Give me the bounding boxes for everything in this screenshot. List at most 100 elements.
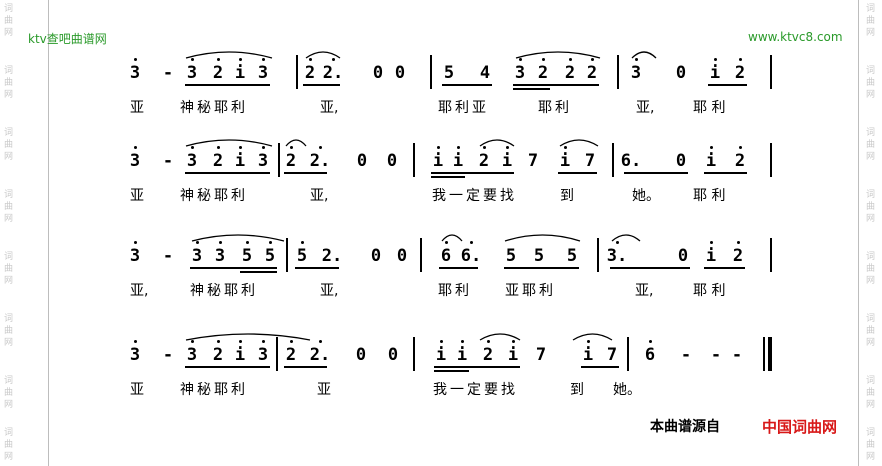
note-digit: 2. <box>322 63 344 83</box>
beam-underline <box>442 84 492 86</box>
note-digit: 0 <box>394 63 406 83</box>
octave-dot <box>710 241 713 244</box>
note-digit: 5 <box>241 246 253 266</box>
octave-dot <box>262 340 265 343</box>
bar-line <box>286 238 288 272</box>
octave-dot <box>262 58 265 61</box>
note-digit: 2 <box>482 345 494 365</box>
octave-dot <box>739 58 742 61</box>
slur-arc <box>479 333 521 341</box>
note-digit: 3 <box>186 151 198 171</box>
octave-dot <box>262 146 265 149</box>
bar-line <box>413 143 415 177</box>
note-digit: i <box>432 151 444 171</box>
octave-dot <box>483 146 486 149</box>
note-digit: 7 <box>535 345 547 365</box>
slur-arc <box>631 51 657 59</box>
lyric-text: 耶 利 <box>693 283 726 299</box>
note-digit: 3. <box>606 246 628 266</box>
octave-dot <box>512 340 515 343</box>
note-digit: 2 <box>212 345 224 365</box>
beam-underline <box>303 84 340 86</box>
wm-glyph: 曲 <box>4 440 14 450</box>
header-site-right: www.ktvc8.com <box>748 30 843 44</box>
lyric-text: 亚, <box>320 283 339 299</box>
slur-arc <box>185 51 273 59</box>
note-digit: 3 <box>514 63 526 83</box>
wm-glyph: 网 <box>4 90 14 100</box>
wm-glyph: 词 <box>4 66 14 76</box>
note-digit: 2 <box>304 63 316 83</box>
note-digit: 2 <box>285 151 297 171</box>
octave-dot <box>564 146 567 149</box>
note-digit: 2 <box>734 151 746 171</box>
note-digit: 2. <box>309 151 331 171</box>
note-digit: i <box>709 63 721 83</box>
slur-arc <box>185 139 273 147</box>
octave-dot <box>445 241 448 244</box>
note-digit: 5 <box>264 246 276 266</box>
wm-glyph: 曲 <box>866 202 876 212</box>
wm-glyph: 网 <box>866 90 876 100</box>
octave-dot <box>134 340 137 343</box>
beam-underline <box>185 84 270 86</box>
octave-dot <box>301 241 304 244</box>
wm-glyph: 网 <box>866 152 876 162</box>
lyric-text: 我一定要找 <box>432 188 517 204</box>
wm-glyph: 网 <box>4 400 14 410</box>
octave-dot <box>191 340 194 343</box>
beam-underline <box>558 172 597 174</box>
octave-dot <box>239 58 242 61</box>
wm-glyph: 网 <box>4 214 14 224</box>
octave-dot <box>191 58 194 61</box>
note-digit: 5 <box>505 246 517 266</box>
beam-underline <box>439 267 478 269</box>
note-digit: 7 <box>606 345 618 365</box>
note-digit: i <box>507 345 519 365</box>
note-digit: - <box>162 246 174 266</box>
note-digit: i <box>456 345 468 365</box>
wm-glyph: 词 <box>4 190 14 200</box>
lyric-text: 耶利 <box>438 283 472 299</box>
wm-glyph: 词 <box>866 376 876 386</box>
bar-line <box>770 238 772 272</box>
note-digit: 7 <box>527 151 539 171</box>
lyric-text: 亚, <box>310 188 329 204</box>
octave-dot <box>269 241 272 244</box>
lyric-text: 她。 <box>632 188 660 204</box>
lyric-text: 我一定要找 <box>433 382 518 398</box>
slur-arc <box>504 234 581 242</box>
note-digit: - <box>731 345 743 365</box>
note-digit: 2 <box>212 151 224 171</box>
slur-arc <box>611 234 641 242</box>
note-digit: 2 <box>586 63 598 83</box>
watermark-left: 词 曲 网 词 曲 网 词 曲 网 词 曲 网 词 曲 网 词 曲 网 词 曲 … <box>4 0 16 466</box>
octave-dot <box>319 340 322 343</box>
note-digit: 0 <box>370 246 382 266</box>
frame-line-left <box>48 0 49 466</box>
note-digit: 3 <box>630 63 642 83</box>
wm-glyph: 词 <box>866 428 876 438</box>
note-digit: 2. <box>321 246 343 266</box>
wm-glyph: 网 <box>4 452 14 462</box>
note-digit: 0 <box>386 151 398 171</box>
note-digit: i <box>452 151 464 171</box>
wm-glyph: 词 <box>866 314 876 324</box>
beam-underline <box>610 267 690 269</box>
lyric-text: 到 <box>570 382 587 398</box>
beam-underline <box>431 172 514 174</box>
note-digit: 3 <box>129 345 141 365</box>
octave-dot <box>332 58 335 61</box>
slur-arc <box>285 139 307 147</box>
slur-arc <box>441 234 463 242</box>
octave-dot <box>437 146 440 149</box>
note-digit: 3 <box>257 151 269 171</box>
lyric-text: 耶利 <box>538 100 572 116</box>
note-digit: - <box>162 151 174 171</box>
octave-dot <box>134 146 137 149</box>
wm-glyph: 词 <box>4 252 14 262</box>
note-digit: i <box>435 345 447 365</box>
octave-dot <box>239 340 242 343</box>
note-digit: i <box>234 63 246 83</box>
wm-glyph: 曲 <box>4 388 14 398</box>
